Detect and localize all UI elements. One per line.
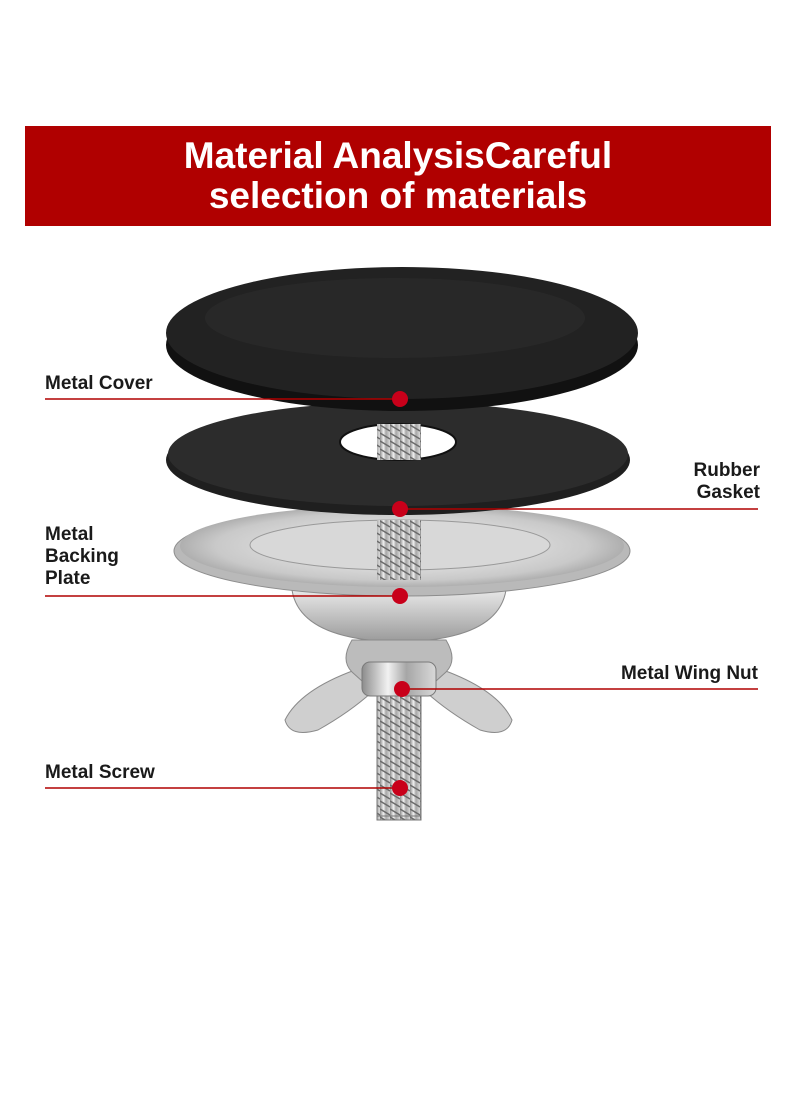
- label-metal-screw-text: Metal Screw: [45, 762, 155, 783]
- label-metal-backing-plate: Metal Backing Plate: [45, 524, 119, 590]
- banner-title-line-1: Material AnalysisCareful: [183, 135, 613, 176]
- metal-wing-nut-part: [284, 639, 513, 817]
- callout-dot-metal-wing-nut: [394, 681, 410, 697]
- label-metal-wing-nut-text: Metal Wing Nut: [620, 663, 758, 684]
- banner-title-line-2: selection of materials: [208, 175, 588, 216]
- title-banner: Material AnalysisCareful selection of ma…: [25, 126, 771, 226]
- label-metal-backing-plate-line-1: Metal: [45, 524, 94, 545]
- callout-dot-metal-cover: [392, 391, 408, 407]
- label-metal-cover: Metal Cover: [45, 373, 153, 395]
- label-metal-wing-nut: Metal Wing Nut: [621, 663, 758, 685]
- label-rubber-gasket-line-2: Gasket: [696, 482, 760, 503]
- label-metal-backing-plate-line-3: Plate: [45, 568, 91, 589]
- label-metal-cover-text: Metal Cover: [45, 373, 153, 394]
- callout-dot-rubber-gasket: [392, 501, 408, 517]
- label-metal-screw: Metal Screw: [45, 762, 155, 784]
- label-rubber-gasket-line-1: Rubber: [693, 460, 761, 481]
- label-metal-backing-plate-line-2: Backing: [45, 546, 119, 567]
- callout-dot-metal-backing-plate: [392, 588, 408, 604]
- metal-cover-part: [166, 267, 638, 411]
- label-rubber-gasket: Rubber Gasket: [694, 460, 761, 504]
- callout-dot-metal-screw: [392, 780, 408, 796]
- rubber-gasket-part: [166, 402, 630, 515]
- metal-backing-plate-part: [173, 505, 631, 643]
